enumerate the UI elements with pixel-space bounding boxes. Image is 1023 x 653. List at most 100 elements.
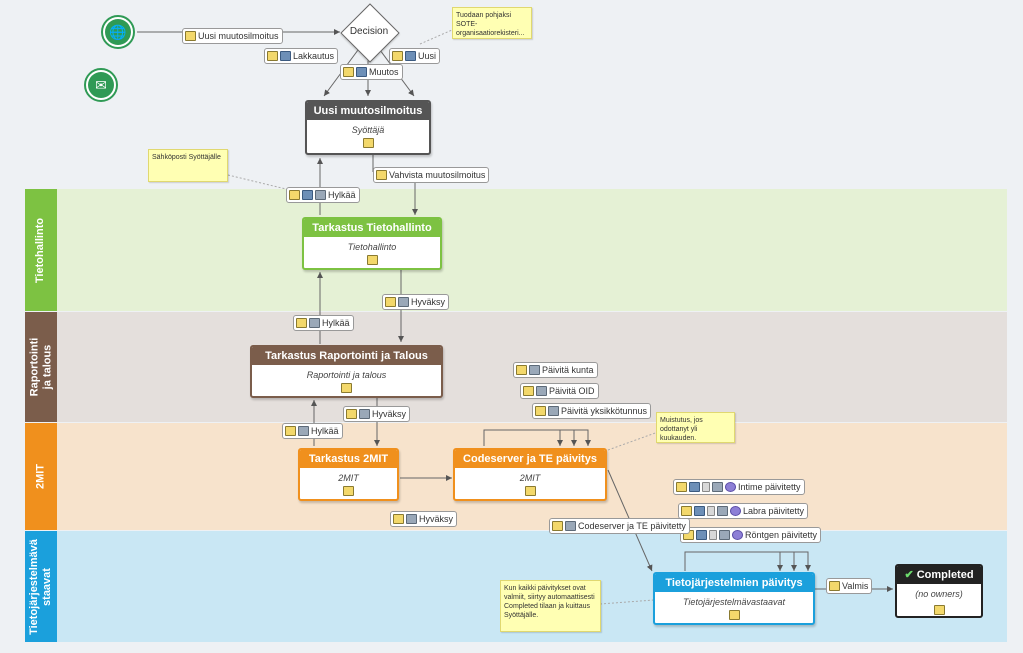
flow-hylkaa-3[interactable]: Hylkää	[282, 423, 343, 439]
note-kun-kaikki[interactable]: Kun kaikki päivitykset ovat valmiit, sii…	[500, 580, 601, 632]
flow-valmis[interactable]: Valmis	[826, 578, 873, 594]
flow-paivita-kunta[interactable]: Päivitä kunta	[513, 362, 598, 378]
key-icon	[455, 486, 605, 498]
module-icon	[565, 521, 576, 531]
module-icon	[717, 506, 728, 516]
task-role: 2MIT	[338, 473, 359, 483]
lane-tietohallinto-bg	[25, 189, 1007, 311]
key-icon	[304, 255, 440, 267]
decision-label: Decision	[349, 26, 389, 37]
lane-label-tj: Tietojärjestelmävä staavat	[25, 531, 57, 642]
flow-label: Uusi muutosilmoitus	[198, 31, 279, 41]
key-icon	[552, 521, 563, 531]
completed-title: ✔ Completed	[897, 566, 981, 584]
key-icon	[535, 406, 546, 416]
flow-muutos[interactable]: Muutos	[340, 64, 403, 80]
flow-hyvaksy-1[interactable]: Hyväksy	[382, 294, 450, 310]
module-icon	[398, 297, 409, 307]
completed-role: (no owners)	[915, 589, 963, 599]
flow-label: Hyväksy	[372, 409, 407, 419]
flow-label: Valmis	[842, 581, 869, 591]
task-title: Tarkastus 2MIT	[300, 450, 397, 468]
key-icon	[523, 386, 534, 396]
task-completed[interactable]: ✔ Completed (no owners)	[895, 564, 983, 618]
flow-uusi-muutosilmoitus[interactable]: Uusi muutosilmoitus	[182, 28, 283, 44]
gear-icon	[725, 482, 736, 492]
flow-labra[interactable]: Labra päivitetty	[678, 503, 809, 519]
key-icon	[285, 426, 296, 436]
list-icon	[302, 190, 313, 200]
task-role: Syöttäjä	[351, 125, 385, 135]
task-codeserver[interactable]: Codeserver ja TE päivitys 2MIT	[453, 448, 607, 501]
flow-paivita-yksikkotunnus[interactable]: Päivitä yksikkötunnus	[532, 403, 652, 419]
key-icon	[252, 383, 441, 395]
note-sote[interactable]: Tuodaan pohjaksi SOTE-organisaatiorekist…	[452, 7, 532, 39]
task-title: Tarkastus Raportointi ja Talous	[252, 347, 441, 365]
flow-label: Hylkää	[322, 318, 350, 328]
key-icon	[376, 170, 387, 180]
module-icon	[712, 482, 723, 492]
lane-label-tietohallinto: Tietohallinto	[25, 189, 57, 311]
module-icon	[406, 514, 417, 524]
task-tarkastus-raportointi[interactable]: Tarkastus Raportointi ja Talous Raportoi…	[250, 345, 443, 398]
module-icon	[309, 318, 320, 328]
email-start-icon[interactable]: ✉	[84, 68, 118, 102]
task-role: Tietohallinto	[347, 242, 397, 252]
flow-label: Hylkää	[311, 426, 339, 436]
flow-rontgen[interactable]: Röntgen päivitetty	[680, 527, 822, 543]
note-sahkoposti[interactable]: Sähköposti Syöttäjälle	[148, 149, 228, 182]
module-icon	[548, 406, 559, 416]
key-icon	[307, 138, 429, 150]
flow-label: Päivitä yksikkötunnus	[561, 406, 648, 416]
task-uusi-muutosilmoitus[interactable]: Uusi muutosilmoitus Syöttäjä	[305, 100, 431, 155]
flow-label: Lakkautus	[293, 51, 335, 61]
lane-label-2mit: 2MIT	[25, 423, 57, 530]
task-title: Tietojärjestelmien päivitys	[655, 574, 813, 592]
module-icon	[529, 365, 540, 375]
flow-paivita-oid[interactable]: Päivitä OID	[520, 383, 599, 399]
task-title: Codeserver ja TE päivitys	[455, 450, 605, 468]
key-icon	[829, 581, 840, 591]
flow-hyvaksy-2[interactable]: Hyväksy	[343, 406, 411, 422]
list-icon	[694, 506, 705, 516]
task-tarkastus-2mit[interactable]: Tarkastus 2MIT 2MIT	[298, 448, 399, 501]
check-icon: ✔	[904, 569, 914, 581]
task-role: Raportointi ja talous	[306, 370, 387, 380]
flow-hylkaa-1[interactable]: Hylkää	[286, 187, 360, 203]
key-icon	[300, 486, 397, 498]
module-icon	[315, 190, 326, 200]
flow-label: Labra päivitetty	[743, 506, 805, 516]
flow-label: Muutos	[369, 67, 399, 77]
key-icon	[655, 610, 813, 622]
key-icon	[897, 602, 981, 616]
arrow-icon	[707, 506, 715, 516]
flow-vahvista[interactable]: Vahvista muutosilmoitus	[373, 167, 490, 183]
completed-title-text: Completed	[916, 569, 974, 581]
flow-hyvaksy-3[interactable]: Hyväksy	[390, 511, 458, 527]
arrow-icon	[709, 530, 717, 540]
list-icon	[280, 51, 291, 61]
flow-lakkautus[interactable]: Lakkautus	[264, 48, 339, 64]
web-start-icon[interactable]: 🌐	[101, 15, 135, 49]
gear-icon	[732, 530, 743, 540]
module-icon	[298, 426, 309, 436]
note-muistutus[interactable]: Muistutus, jos odottanyt yli kuukauden.	[656, 412, 735, 443]
flow-intime[interactable]: Intime päivitetty	[673, 479, 805, 495]
task-tietojarjestelmien-paivitys[interactable]: Tietojärjestelmien päivitys Tietojärjest…	[653, 572, 815, 625]
flow-label: Hyväksy	[411, 297, 446, 307]
flow-hylkaa-2[interactable]: Hylkää	[293, 315, 354, 331]
flow-uusi[interactable]: Uusi	[389, 48, 441, 64]
flow-label: Hylkää	[328, 190, 356, 200]
key-icon	[676, 482, 687, 492]
key-icon	[393, 514, 404, 524]
task-title: Tarkastus Tietohallinto	[304, 219, 440, 237]
task-tarkastus-tietohallinto[interactable]: Tarkastus Tietohallinto Tietohallinto	[302, 217, 442, 270]
flow-codeserver-te[interactable]: Codeserver ja TE päivitetty	[549, 518, 690, 534]
task-role: Tietojärjestelmävastaavat	[683, 597, 785, 607]
arrow-icon	[702, 482, 710, 492]
task-title: Uusi muutosilmoitus	[307, 102, 429, 120]
key-icon	[516, 365, 527, 375]
key-icon	[392, 51, 403, 61]
